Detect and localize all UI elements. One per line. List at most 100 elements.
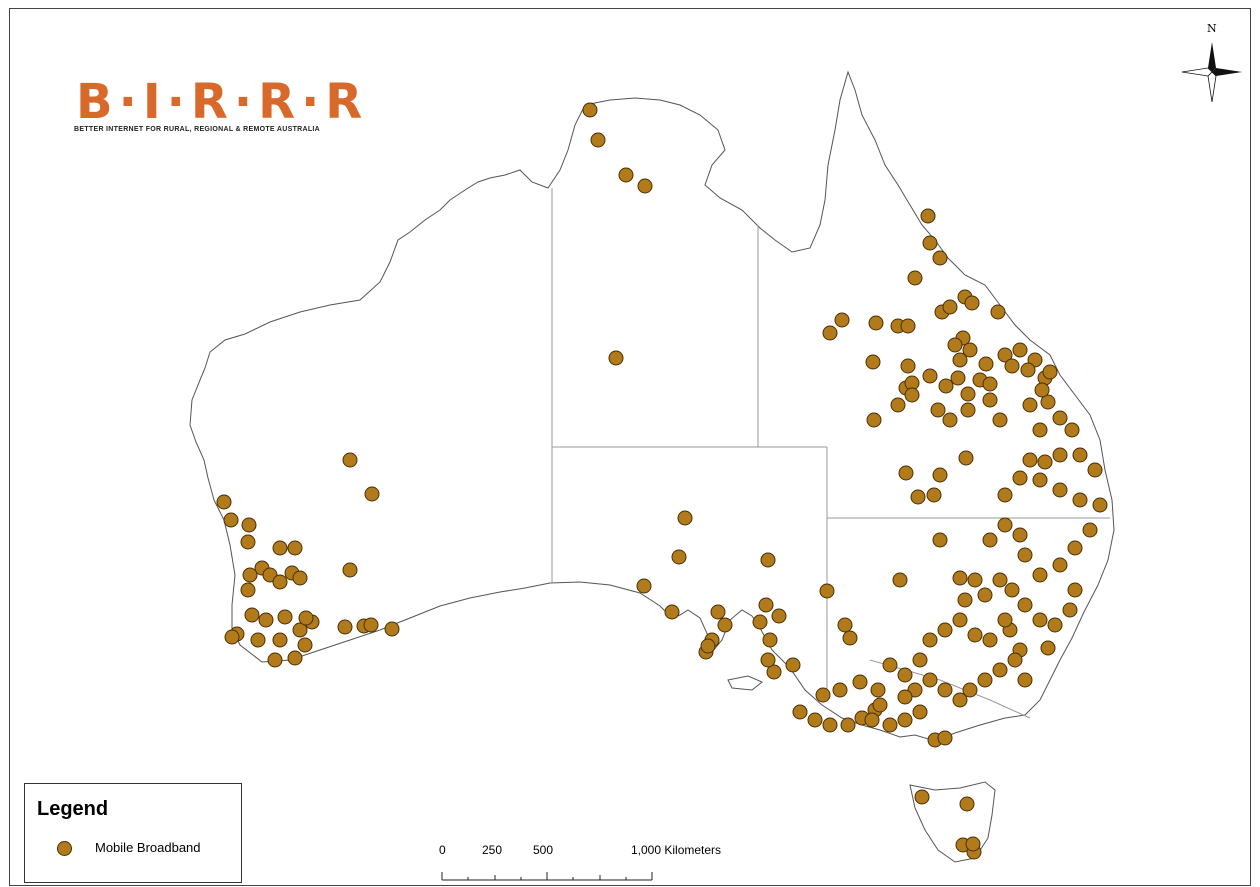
mobile-broadband-marker (832, 682, 848, 698)
mobile-broadband-marker (297, 637, 313, 653)
mobile-broadband-marker (912, 704, 928, 720)
mobile-broadband-marker (1042, 364, 1058, 380)
mobile-broadband-marker (608, 350, 624, 366)
scale-label-500: 500 (533, 843, 554, 857)
mobile-broadband-marker (1032, 472, 1048, 488)
mobile-broadband-marker (822, 717, 838, 733)
mobile-broadband-marker (837, 617, 853, 633)
mobile-broadband-marker (900, 358, 916, 374)
mobile-broadband-marker (1040, 394, 1056, 410)
mobile-broadband-marker (792, 704, 808, 720)
mobile-broadband-marker (277, 609, 293, 625)
mobile-broadband-marker (870, 682, 886, 698)
north-arrow-icon (1181, 42, 1242, 103)
mobile-broadband-marker (922, 235, 938, 251)
mobile-broadband-marker (904, 387, 920, 403)
mobile-broadband-marker (1052, 557, 1068, 573)
mobile-broadband-marker (1052, 482, 1068, 498)
mobile-broadband-marker (868, 315, 884, 331)
mobile-broadband-marker (957, 592, 973, 608)
birrr-logo: B·I·R·R·R BETTER INTERNET FOR RURAL, REG… (52, 74, 372, 148)
scale-label-0: 0 (439, 843, 446, 857)
mobile-broadband-marker (982, 632, 998, 648)
mobile-broadband-marker (1012, 527, 1028, 543)
mobile-broadband-marker (1012, 342, 1028, 358)
mobile-broadband-marker (952, 352, 968, 368)
mobile-broadband-marker (922, 672, 938, 688)
mobile-broadband-marker (965, 836, 981, 852)
mobile-broadband-marker (807, 712, 823, 728)
mobile-broadband-marker (717, 617, 733, 633)
mobile-broadband-marker (958, 450, 974, 466)
mobile-broadband-marker (677, 510, 693, 526)
mobile-broadband-marker (852, 674, 868, 690)
mobile-broadband-marker (760, 552, 776, 568)
mobile-broadband-marker (937, 682, 953, 698)
mobile-broadband-marker (342, 452, 358, 468)
mobile-broadband-marker (292, 570, 308, 586)
mobile-broadband-marker (1004, 582, 1020, 598)
mobile-broadband-marker (914, 789, 930, 805)
legend-title: Legend (37, 798, 109, 820)
mobile-broadband-marker (1087, 462, 1103, 478)
mainland-coastline (189, 70, 1115, 742)
mobile-broadband-marker (267, 652, 283, 668)
mobile-broadband-marker (815, 687, 831, 703)
mobile-broadband-marker (636, 578, 652, 594)
legend-marker-icon (57, 841, 72, 856)
mobile-broadband-marker (1022, 397, 1038, 413)
mobile-broadband-marker (997, 347, 1013, 363)
mobile-broadband-marker (959, 796, 975, 812)
mobile-broadband-marker (952, 692, 968, 708)
mobile-broadband-marker (771, 608, 787, 624)
mobile-broadband-marker (298, 610, 314, 626)
mobile-broadband-marker (982, 376, 998, 392)
mobile-broadband-marker (950, 370, 966, 386)
mobile-broadband-marker (618, 167, 634, 183)
legend-box: Legend Mobile Broadband (24, 783, 242, 883)
mobile-broadband-marker (752, 614, 768, 630)
mobile-broadband-marker (962, 682, 978, 698)
mobile-broadband-marker (920, 208, 936, 224)
mobile-broadband-marker (1062, 602, 1078, 618)
mobile-broadband-marker (1040, 640, 1056, 656)
mobile-broadband-marker (865, 354, 881, 370)
north-label: N (1207, 22, 1217, 35)
mobile-broadband-marker (822, 325, 838, 341)
mobile-broadband-marker (930, 402, 946, 418)
mobile-broadband-marker (926, 487, 942, 503)
mobile-broadband-marker (842, 630, 858, 646)
mobile-broadband-marker (664, 604, 680, 620)
mobile-broadband-marker (990, 304, 1006, 320)
mobile-broadband-marker (671, 549, 687, 565)
mobile-broadband-marker (937, 730, 953, 746)
mobile-broadband-marker (272, 632, 288, 648)
mobile-broadband-marker (1004, 358, 1020, 374)
mobile-broadband-marker (960, 402, 976, 418)
mobile-broadband-marker (952, 612, 968, 628)
legend-label-mobile-broadband: Mobile Broadband (95, 840, 201, 855)
mobile-broadband-marker (1017, 597, 1033, 613)
mobile-broadband-marker (942, 299, 958, 315)
mobile-broadband-marker (892, 572, 908, 588)
mobile-broadband-marker (819, 583, 835, 599)
mobile-broadband-marker (890, 397, 906, 413)
mobile-broadband-marker (1037, 454, 1053, 470)
mobile-broadband-marker (216, 494, 232, 510)
mobile-broadband-marker (992, 572, 1008, 588)
mobile-broadband-marker (952, 570, 968, 586)
scale-label-250: 250 (482, 843, 503, 857)
mobile-broadband-marker (964, 295, 980, 311)
mobile-broadband-marker (912, 652, 928, 668)
mobile-broadband-marker (942, 412, 958, 428)
mobile-broadband-marker (1072, 492, 1088, 508)
mobile-broadband-marker (967, 627, 983, 643)
mobile-broadband-marker (962, 342, 978, 358)
mobile-broadband-marker (1032, 422, 1048, 438)
mobile-broadband-marker (258, 612, 274, 628)
mobile-broadband-marker (590, 132, 606, 148)
mobile-broadband-marker (364, 486, 380, 502)
mobile-broadband-marker (1017, 672, 1033, 688)
mobile-broadband-marker (907, 270, 923, 286)
mobile-broadband-marker (1052, 447, 1068, 463)
